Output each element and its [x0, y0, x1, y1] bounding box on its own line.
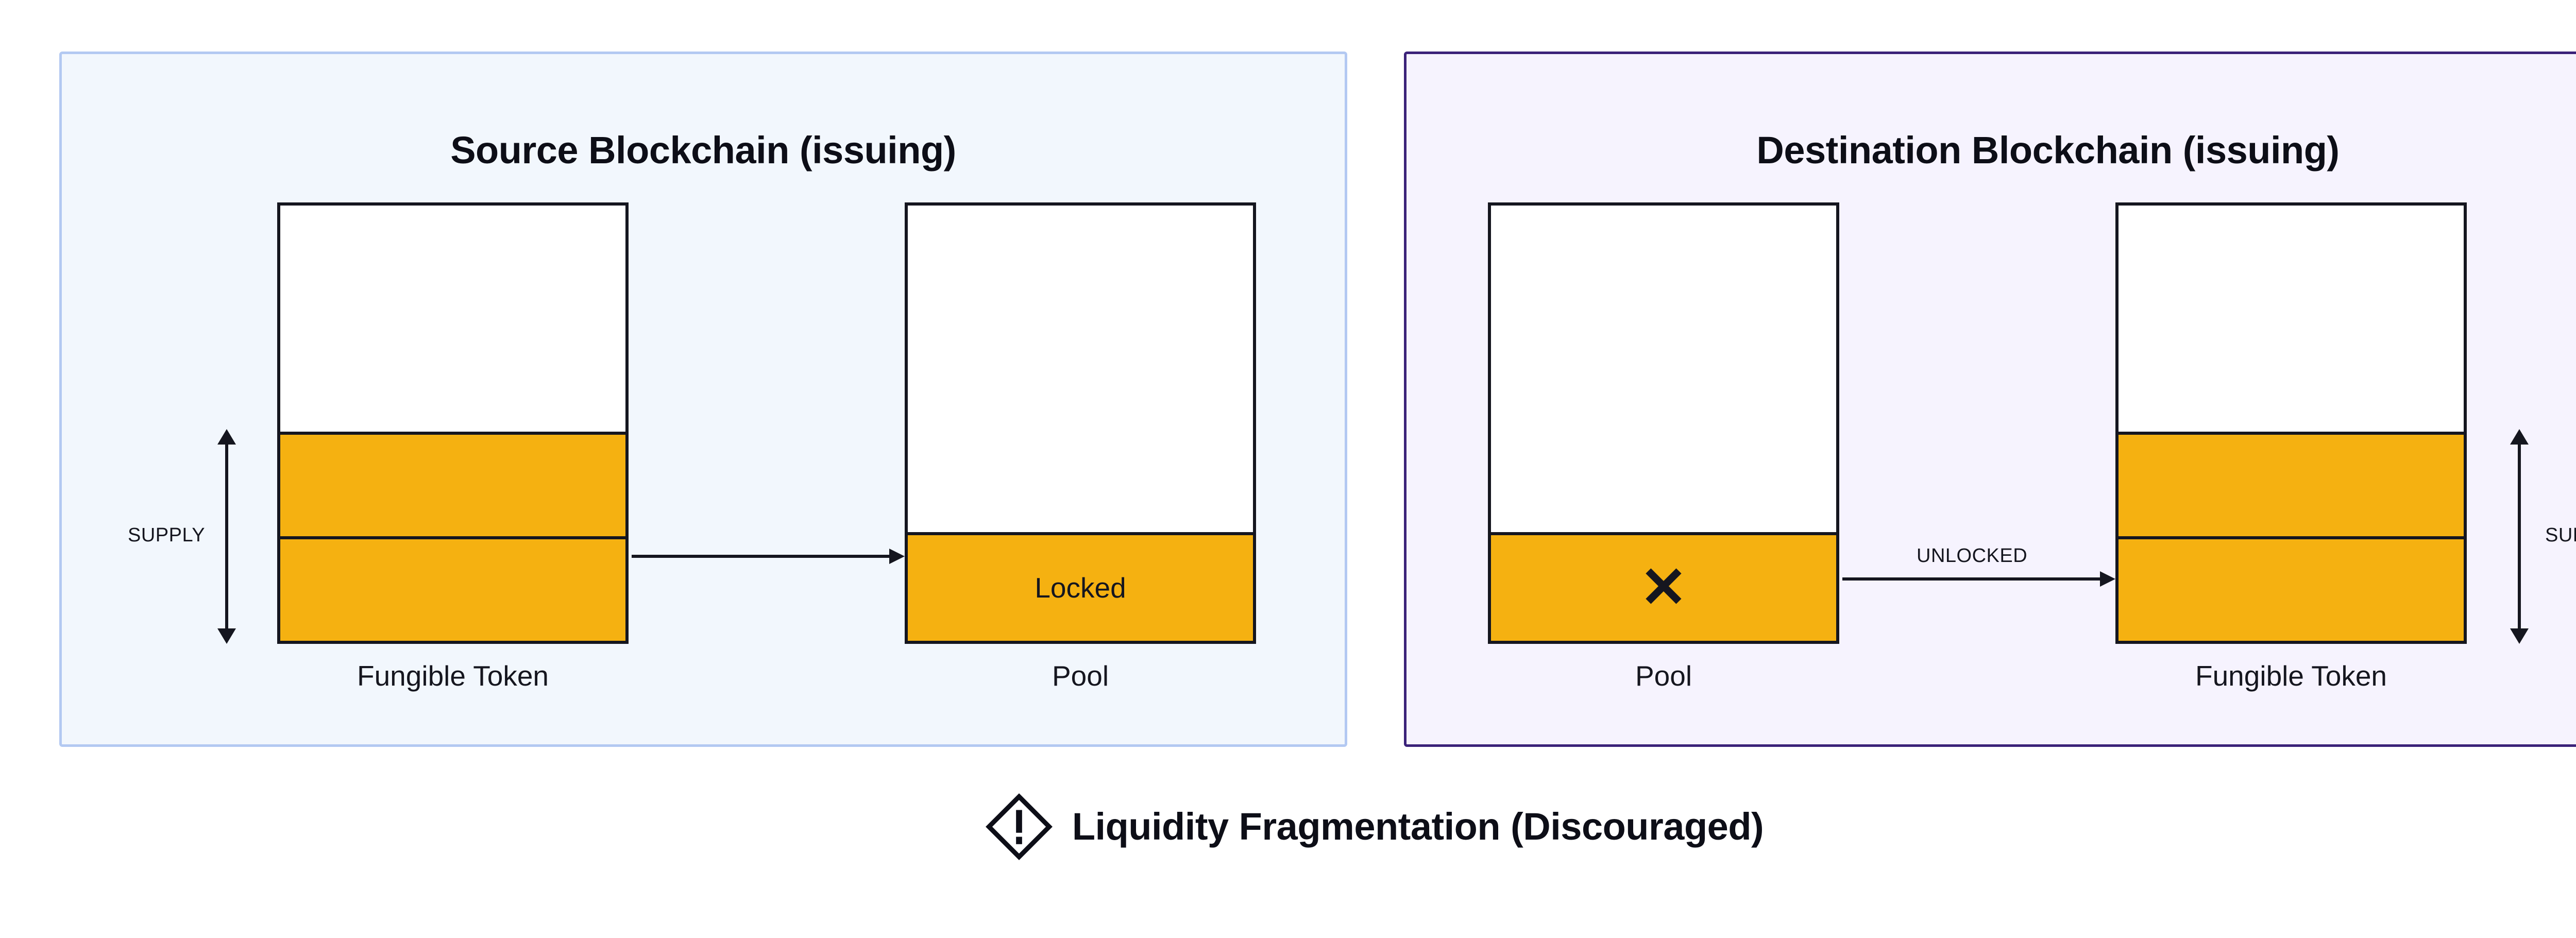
arrow-head-down-icon — [2510, 628, 2529, 644]
token-supply-segment-lower — [2119, 536, 2464, 641]
cross-mark-icon: ✕ — [1639, 556, 1688, 620]
locked-label: Locked — [1035, 571, 1126, 604]
destination-unlock-flow-arrow — [1842, 569, 2115, 589]
arrow-shaft — [225, 440, 228, 633]
arrow-head-down-icon — [217, 628, 236, 644]
warning-diamond-icon — [985, 793, 1053, 860]
source-supply-label: SUPPLY — [128, 524, 206, 546]
arrow-head-right-icon — [2100, 571, 2115, 587]
pool-blocked-segment: ✕ — [1491, 532, 1836, 641]
source-pool-bar: Locked — [905, 202, 1256, 644]
arrow-shaft — [1842, 577, 2103, 581]
destination-pool-bar: ✕ — [1488, 202, 1839, 644]
unlocked-flow-label: UNLOCKED — [1917, 545, 2028, 567]
token-supply-segment-lower — [280, 536, 625, 641]
destination-fungible-token-caption: Fungible Token — [2195, 660, 2387, 692]
source-lock-flow-arrow — [632, 546, 905, 567]
source-pool-caption: Pool — [1052, 660, 1109, 692]
token-supply-segment-upper — [280, 432, 625, 537]
panel-destination-title: Destination Blockchain (issuing) — [1756, 129, 2340, 172]
destination-supply-arrow — [2509, 429, 2530, 644]
destination-pool-caption: Pool — [1635, 660, 1692, 692]
arrow-head-right-icon — [889, 549, 905, 564]
footer-caption: Liquidity Fragmentation (Discouraged) — [0, 793, 2576, 860]
token-supply-segment-upper — [2119, 432, 2464, 537]
source-fungible-token-caption: Fungible Token — [357, 660, 549, 692]
footer-text: Liquidity Fragmentation (Discouraged) — [1072, 805, 1764, 848]
destination-fungible-token-bar — [2115, 202, 2467, 644]
panel-source-title: Source Blockchain (issuing) — [450, 129, 956, 172]
source-supply-arrow — [216, 429, 237, 644]
arrow-shaft — [2518, 440, 2521, 633]
destination-supply-label: SUPPLY — [2545, 524, 2576, 546]
arrow-shaft — [632, 555, 892, 558]
source-fungible-token-bar — [277, 202, 629, 644]
pool-locked-segment: Locked — [908, 532, 1253, 641]
